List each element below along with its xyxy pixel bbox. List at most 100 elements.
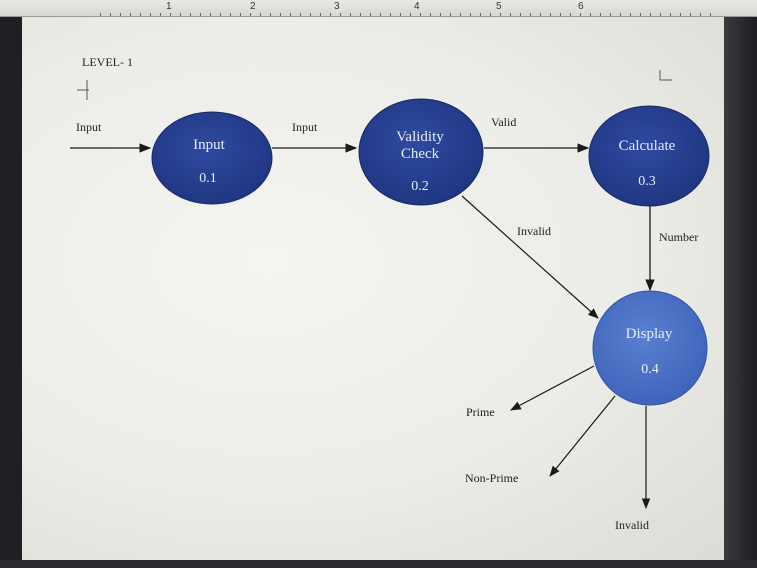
- flow-prime: [510, 365, 595, 411]
- ruler-tick: [600, 13, 601, 16]
- ruler-tick: [490, 13, 491, 16]
- ruler-tick: [290, 13, 291, 16]
- process-node-display-id: 0.4: [641, 362, 659, 377]
- flow-non-prime: [549, 395, 616, 477]
- ruler-tick: [260, 13, 261, 16]
- process-node-display-shape: [592, 290, 708, 406]
- ruler-tick: [430, 13, 431, 16]
- ruler-tick: [340, 13, 341, 16]
- level-label: LEVEL- 1: [82, 55, 133, 69]
- ruler-tick: [460, 13, 461, 16]
- ruler-tick: [470, 13, 471, 16]
- process-node-input-name: Input: [193, 137, 225, 153]
- document-page: [22, 17, 724, 560]
- ruler-tick: [630, 13, 631, 16]
- ruler-tick: [420, 13, 421, 16]
- ruler-tick: [520, 13, 521, 16]
- ruler-tick: [650, 13, 651, 16]
- ruler-tick: [100, 13, 101, 16]
- ruler-tick: [330, 13, 331, 16]
- ruler-tick: [190, 13, 191, 16]
- ruler-tick: [550, 13, 551, 16]
- ruler-tick: [540, 13, 541, 16]
- ruler-tick: [640, 13, 641, 16]
- ruler-number-2: 2: [250, 1, 256, 12]
- ruler-tick: [250, 13, 251, 16]
- ruler-tick: [690, 13, 691, 16]
- process-node-calculate-id: 0.3: [638, 174, 656, 189]
- ruler-tick: [150, 13, 151, 16]
- ruler-tick: [680, 13, 681, 16]
- ruler: 1 2 3 4 5 6: [0, 0, 757, 17]
- ruler-tick: [380, 13, 381, 16]
- process-node-validity-check: Validity Check 0.2: [358, 98, 484, 206]
- ruler-tick: [270, 13, 271, 16]
- ruler-tick: [210, 13, 211, 16]
- ruler-tick: [110, 13, 111, 16]
- process-node-validity-check-id: 0.2: [411, 179, 429, 194]
- ruler-tick: [230, 13, 231, 16]
- ruler-tick: [440, 13, 441, 16]
- window-bottom-edge: [0, 560, 757, 568]
- ruler-tick: [450, 13, 451, 16]
- corner-mark-left: [77, 80, 89, 100]
- ruler-tick: [370, 13, 371, 16]
- ruler-tick: [700, 13, 701, 16]
- corner-mark-right: [659, 70, 672, 81]
- ruler-tick: [160, 13, 161, 16]
- ruler-tick: [610, 13, 611, 16]
- label-invalid: Invalid: [517, 224, 551, 238]
- ruler-tick: [130, 13, 131, 16]
- ruler-tick: [240, 13, 241, 16]
- ruler-tick: [620, 13, 621, 16]
- label-invalid-out: Invalid: [615, 518, 649, 532]
- ruler-tick: [660, 13, 661, 16]
- ruler-tick: [580, 13, 581, 16]
- process-node-input: Input 0.1: [151, 111, 273, 205]
- label-input-to-validity: Input: [292, 120, 318, 134]
- ruler-tick: [710, 13, 711, 16]
- ruler-number-3: 3: [334, 1, 340, 12]
- ruler-tick: [590, 13, 591, 16]
- ruler-tick: [140, 13, 141, 16]
- label-valid: Valid: [491, 115, 516, 129]
- ruler-tick: [180, 13, 181, 16]
- ruler-tick: [350, 13, 351, 16]
- process-node-display-name: Display: [626, 326, 673, 342]
- process-node-input-id: 0.1: [199, 171, 217, 186]
- ruler-number-1: 1: [166, 1, 172, 12]
- window-edge: [724, 17, 757, 568]
- ruler-tick: [320, 13, 321, 16]
- ruler-tick: [360, 13, 361, 16]
- ruler-tick: [480, 13, 481, 16]
- ruler-tick: [390, 13, 391, 16]
- process-node-calculate: Calculate 0.3: [588, 105, 710, 207]
- label-prime: Prime: [466, 405, 495, 419]
- ruler-tick: [510, 13, 511, 16]
- ruler-tick: [400, 13, 401, 16]
- process-node-calculate-name: Calculate: [619, 138, 676, 154]
- ruler-tick: [200, 13, 201, 16]
- flow-invalid: [461, 195, 599, 319]
- ruler-tick: [280, 13, 281, 16]
- ruler-tick: [310, 13, 311, 16]
- ruler-tick: [560, 13, 561, 16]
- ruler-tick: [120, 13, 121, 16]
- ruler-number-5: 5: [496, 1, 502, 12]
- process-node-display: Display 0.4: [592, 290, 708, 406]
- label-non-prime: Non-Prime: [465, 471, 518, 485]
- ruler-tick: [300, 13, 301, 16]
- ruler-tick: [410, 13, 411, 16]
- process-node-calculate-shape: [588, 105, 710, 207]
- label-number: Number: [659, 230, 698, 244]
- ruler-tick: [670, 13, 671, 16]
- label-external-input: Input: [76, 120, 102, 134]
- process-node-validity-check-name-line2: Check: [401, 146, 440, 162]
- process-node-validity-check-name-line1: Validity: [396, 129, 444, 145]
- ruler-number-6: 6: [578, 1, 584, 12]
- ruler-tick: [500, 13, 501, 16]
- process-node-validity-check-shape: [358, 98, 484, 206]
- ruler-tick: [220, 13, 221, 16]
- ruler-tick: [170, 13, 171, 16]
